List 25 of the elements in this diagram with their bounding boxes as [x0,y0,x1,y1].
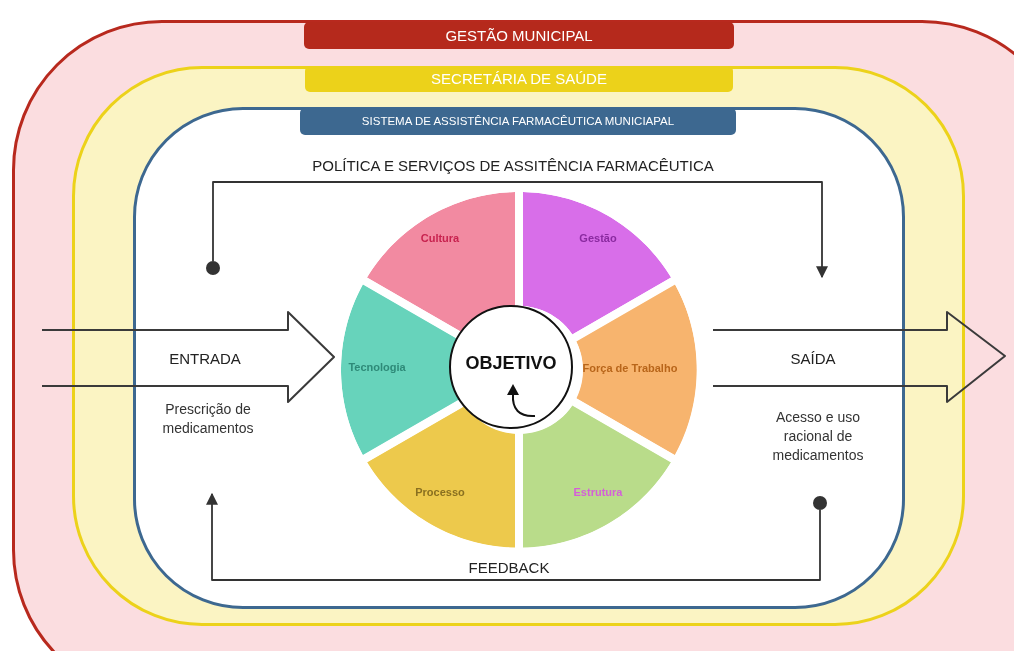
segment-label: Cultura [420,232,460,244]
wheel-segment [366,405,515,548]
band-title: SISTEMA DE ASSISTÊNCIA FARMACÊUTICA MUNICIAPAL [300,108,736,135]
loop-arrow [206,492,821,581]
wheel-segment [523,192,672,335]
flow-label: ENTRADA [169,349,241,367]
segment-label: Processo [415,486,465,498]
segment-label: Força de Trabalho [582,362,678,374]
flow-label: SAÍDA [790,349,836,367]
connector-dot [206,261,220,275]
inner-band [133,107,905,609]
middle-band [72,66,965,626]
flow-description: Prescrição de medicamentos [161,400,255,438]
band-title: GESTÃO MUNICIPAL [304,22,734,49]
wheel-segment [523,405,672,548]
flow-description: Acesso e uso racional de medicamentos [771,408,865,465]
outer-band [12,20,1014,651]
loop-arrow [212,181,828,279]
segment-label: Estrutura [573,486,623,498]
band-title: SECRETÁRIA DE SAÚDE [305,66,733,92]
segment-label: Gestão [579,232,617,244]
segment-label: Tecnologia [348,361,406,373]
connector-dot [813,496,827,510]
objective-label: OBJETIVO [465,352,557,374]
wheel-segment [576,284,697,456]
